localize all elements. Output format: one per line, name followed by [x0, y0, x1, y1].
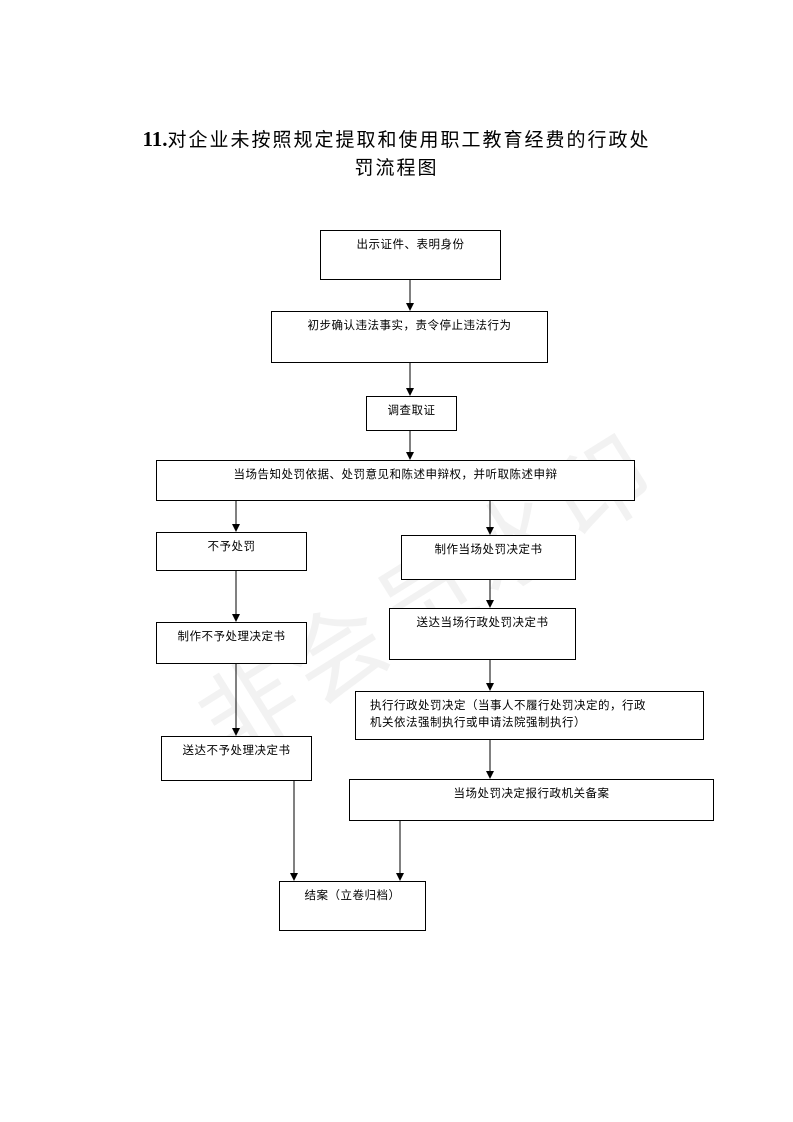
node-make-no-penalty-doc: 制作不予处理决定书 [156, 622, 307, 664]
node-close-case: 结案（立卷归档） [279, 881, 426, 931]
title-line1: 对企业未按照规定提取和使用职工教育经费的行政处 [167, 129, 651, 151]
node-execute: 执行行政处罚决定（当事人不履行处罚决定的，行政 机关依法强制执行或申请法院强制执… [355, 691, 704, 740]
node-make-onsite-doc: 制作当场处罚决定书 [401, 535, 576, 580]
page-title: 11.对企业未按照规定提取和使用职工教育经费的行政处 [60, 124, 733, 155]
node-no-penalty: 不予处罚 [156, 532, 307, 571]
title-number: 11. [142, 127, 168, 151]
node-deliver-onsite-doc: 送达当场行政处罚决定书 [389, 608, 576, 660]
page-title-line2: 罚流程图 [354, 157, 439, 179]
node-show-id: 出示证件、表明身份 [320, 230, 501, 280]
node-execute-line2: 机关依法强制执行或申请法院强制执行） [370, 715, 586, 729]
node-execute-line1: 执行行政处罚决定（当事人不履行处罚决定的，行政 [370, 698, 646, 712]
node-initial-confirm: 初步确认违法事实，责令停止违法行为 [271, 311, 548, 363]
node-report: 当场处罚决定报行政机关备案 [349, 779, 714, 821]
node-notify: 当场告知处罚依据、处罚意见和陈述申辩权，并听取陈述申辩 [156, 460, 635, 501]
node-deliver-no-penalty-doc: 送达不予处理决定书 [161, 736, 312, 781]
node-investigate: 调查取证 [366, 396, 457, 431]
